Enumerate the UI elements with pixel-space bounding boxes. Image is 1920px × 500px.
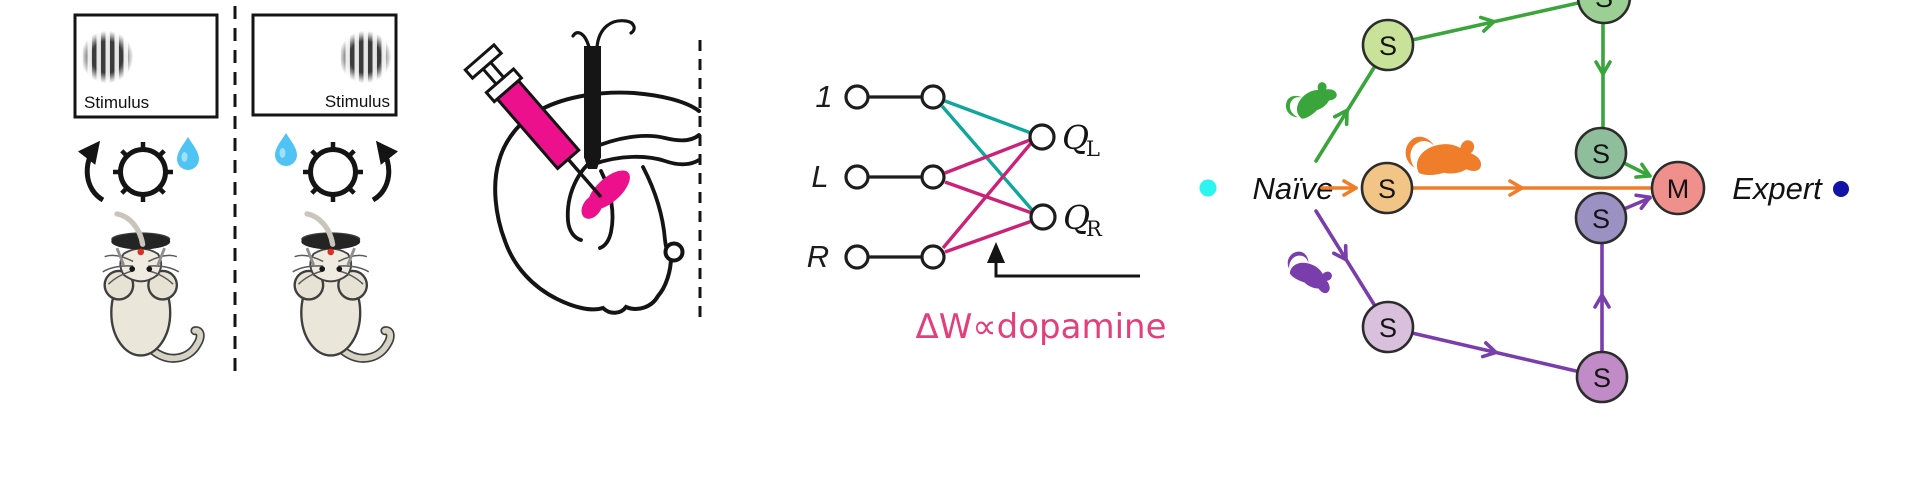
hidden-node xyxy=(920,164,946,190)
grating-stimulus-icon xyxy=(81,31,134,84)
weight-line-pink xyxy=(944,219,1033,254)
naive-label: Naïve xyxy=(1253,171,1334,206)
wheel-turn-ccw-arrow xyxy=(77,140,105,203)
water-drop-icon xyxy=(275,133,297,166)
input-node xyxy=(844,244,870,270)
input-label-L: L xyxy=(811,159,828,194)
output-label-QL: Q L xyxy=(1062,118,1100,161)
expert-dot xyxy=(1833,181,1849,197)
svg-text:S: S xyxy=(1592,139,1610,169)
wheel-icon xyxy=(77,140,173,203)
svg-text:S: S xyxy=(1592,204,1610,234)
trial-right: Stimulus xyxy=(251,13,399,358)
mouse-icon-purple xyxy=(1281,247,1339,298)
state-node-orange: S xyxy=(1360,161,1414,215)
weight-line-pink xyxy=(941,140,1034,250)
ventricle-circle xyxy=(663,241,685,263)
expert-label: Expert xyxy=(1732,171,1823,206)
head-fixed-mouse-illustration xyxy=(293,214,390,358)
input-label-1: 1 xyxy=(815,79,832,114)
state-node-green-3: S xyxy=(1574,126,1628,180)
injection-site-blob xyxy=(581,170,630,219)
output-node-QR xyxy=(1029,203,1057,231)
panel-injection xyxy=(463,19,702,324)
svg-text:L: L xyxy=(1086,137,1100,161)
state-node-green-2: S xyxy=(1576,0,1632,25)
probe-wire-hook xyxy=(595,19,636,49)
svg-text:M: M xyxy=(1667,174,1690,204)
trial-left: Stimulus xyxy=(73,13,219,358)
state-node-purple-2: S xyxy=(1575,350,1629,404)
panel-task: Stimulus Stimulus xyxy=(73,6,399,372)
svg-text:S: S xyxy=(1595,0,1613,13)
naive-dot xyxy=(1199,179,1217,197)
svg-text:S: S xyxy=(1379,313,1397,343)
learning-rule-label: ΔW∝dopamine xyxy=(916,307,1167,347)
state-node-purple-1: S xyxy=(1361,300,1415,354)
merge-node: M xyxy=(1650,160,1706,216)
weight-line-pink xyxy=(944,180,1033,215)
svg-text:S: S xyxy=(1379,31,1397,61)
svg-text:Q: Q xyxy=(1063,198,1090,237)
weight-line-teal xyxy=(940,104,1035,213)
syringe-needle xyxy=(564,155,603,199)
wheel-icon xyxy=(303,140,399,203)
syringe-icon xyxy=(463,42,603,199)
recording-probe-icon xyxy=(571,19,636,169)
svg-text:S: S xyxy=(1593,363,1611,393)
water-drop-icon xyxy=(177,137,199,170)
svg-text:Q: Q xyxy=(1062,118,1089,157)
panel-trajectory: Naïve Expert xyxy=(1199,0,1849,404)
svg-text:R: R xyxy=(1086,217,1103,241)
input-node xyxy=(844,164,870,190)
wheel-turn-cw-arrow xyxy=(371,140,399,203)
input-node xyxy=(844,84,870,110)
weight-line-pink xyxy=(944,138,1031,175)
input-label-R: R xyxy=(807,239,829,274)
trajectory-orange-path xyxy=(1320,136,1653,197)
trajectory-purple-path xyxy=(1281,193,1652,373)
state-node-purple-mid: S xyxy=(1574,191,1628,245)
dopamine-feedback-arrow xyxy=(987,242,1140,278)
svg-text:S: S xyxy=(1378,174,1396,204)
mouse-icon-orange xyxy=(1405,136,1482,175)
state-node-green-1: S xyxy=(1361,18,1415,72)
syringe-plunger xyxy=(463,42,504,81)
head-fixed-mouse-illustration xyxy=(103,214,200,358)
output-node-QL xyxy=(1028,123,1056,151)
trajectory-green-path xyxy=(1282,1,1652,179)
output-label-QR: Q R xyxy=(1063,198,1103,241)
stimulus-label: Stimulus xyxy=(84,93,149,112)
hidden-node xyxy=(920,84,946,110)
hidden-node xyxy=(920,244,946,270)
panel-network: 1 L R Q L Q R ΔW∝dopamine xyxy=(807,79,1167,347)
mouse-icon-green xyxy=(1282,76,1340,125)
weight-line-teal xyxy=(944,99,1032,135)
stimulus-label: Stimulus xyxy=(325,92,390,111)
grating-stimulus-icon xyxy=(339,31,392,84)
probe-wire xyxy=(571,31,591,49)
